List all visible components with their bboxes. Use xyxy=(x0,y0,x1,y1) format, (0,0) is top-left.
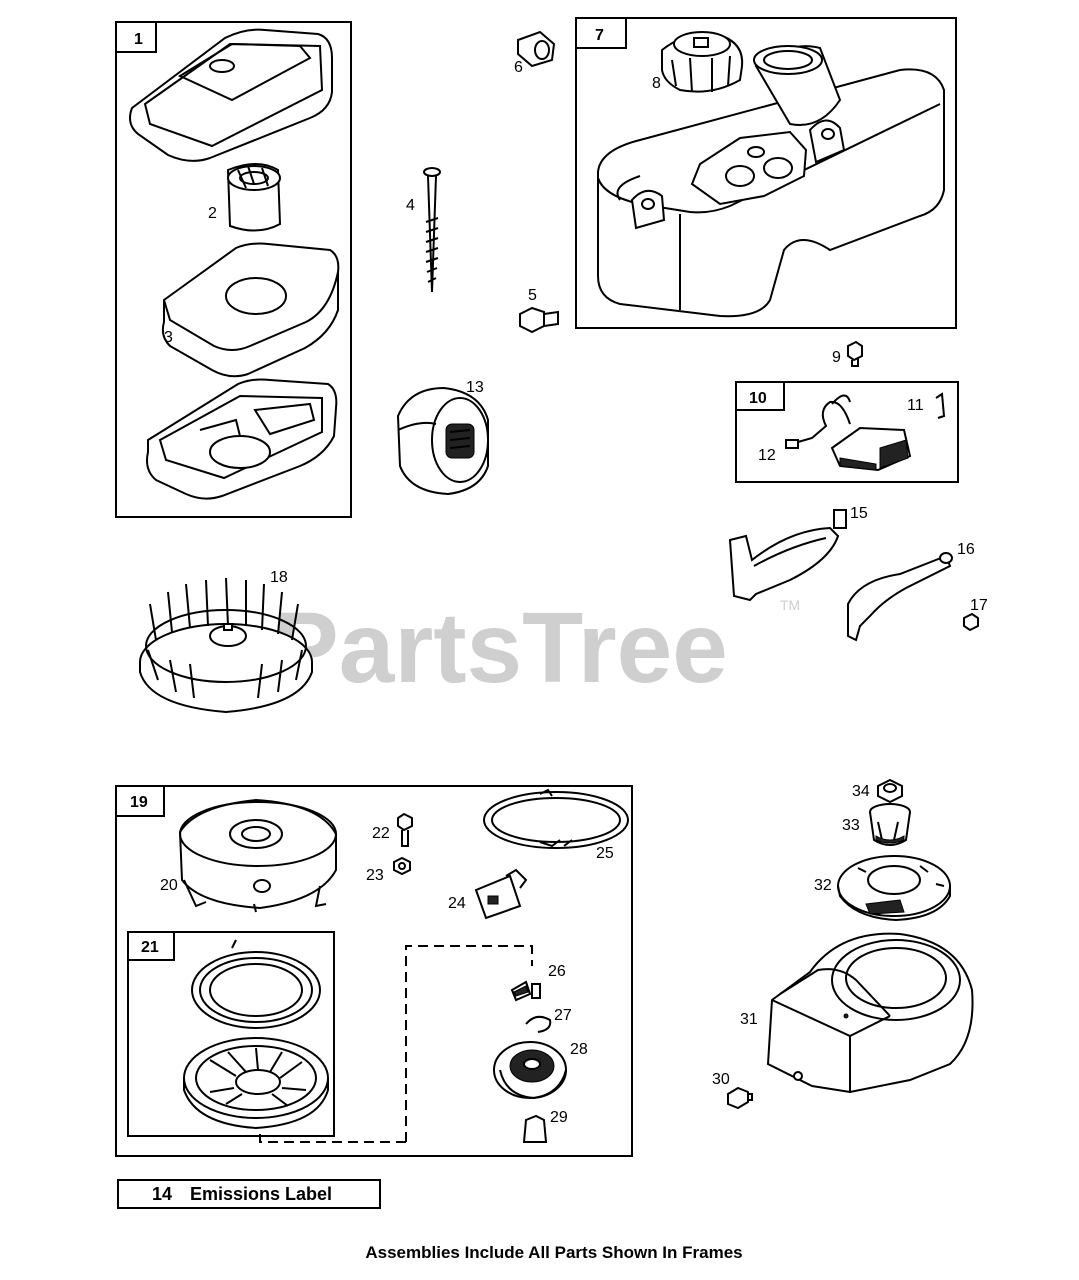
frame-7-fuel-tank-assembly[interactable]: 7 8 xyxy=(575,17,957,329)
starter-pawl[interactable] xyxy=(510,980,541,1002)
label-30: 30 xyxy=(712,1071,730,1088)
label-20: 20 xyxy=(160,877,178,894)
air-cleaner-cover[interactable] xyxy=(129,28,333,162)
air-cleaner-insert[interactable] xyxy=(226,163,282,232)
retainer-ring[interactable] xyxy=(525,1015,552,1033)
label-15: 15 xyxy=(850,505,868,522)
screw-29[interactable] xyxy=(522,1114,548,1143)
rewind-spring[interactable] xyxy=(191,939,321,1029)
label-4: 4 xyxy=(406,197,415,214)
starter-pulley[interactable] xyxy=(183,1037,329,1130)
footer-note: Assemblies Include All Parts Shown In Fr… xyxy=(365,1243,742,1262)
muffler-guard[interactable] xyxy=(728,509,847,602)
label-11: 11 xyxy=(907,397,924,414)
ground-clip[interactable] xyxy=(935,392,946,419)
nut-23[interactable] xyxy=(393,856,411,876)
label-18: 18 xyxy=(270,569,288,586)
frame-21-tag: 21 xyxy=(141,939,159,956)
label-25: 25 xyxy=(596,845,614,862)
screw-9[interactable] xyxy=(847,340,863,367)
label-3: 3 xyxy=(164,329,173,346)
frame-21-pulley-spring-assembly[interactable]: 21 xyxy=(127,931,335,1137)
frame-10-tag: 10 xyxy=(749,390,767,407)
muffler[interactable] xyxy=(396,386,489,496)
label-2: 2 xyxy=(208,205,217,222)
starter-rope[interactable] xyxy=(483,788,629,849)
label-22: 22 xyxy=(372,825,390,842)
label-16: 16 xyxy=(957,541,975,558)
label-33: 33 xyxy=(842,817,860,834)
air-filter-cartridge[interactable] xyxy=(161,242,340,378)
nut-34[interactable] xyxy=(877,778,903,804)
label-5: 5 xyxy=(528,287,537,304)
frame-10-ignition-armature-assembly[interactable]: 10 11 12 xyxy=(735,381,959,483)
bolt-long[interactable] xyxy=(423,167,441,293)
label-12: 12 xyxy=(758,447,776,464)
rotating-screen[interactable] xyxy=(837,855,951,922)
frame-19-tag: 19 xyxy=(130,794,148,811)
label-29: 29 xyxy=(550,1109,568,1126)
screw-5[interactable] xyxy=(519,306,559,334)
label-27: 27 xyxy=(554,1007,572,1024)
label-24: 24 xyxy=(448,895,466,912)
starter-handle[interactable] xyxy=(474,868,528,920)
watermark-trademark: TM xyxy=(780,597,800,613)
frame-7-tag: 7 xyxy=(595,27,604,44)
starter-cup[interactable] xyxy=(869,803,911,846)
starter-housing[interactable] xyxy=(178,798,337,913)
starter-ratchet[interactable] xyxy=(493,1041,567,1100)
emissions-label-box[interactable]: 14 Emissions Label xyxy=(117,1179,381,1209)
screw-17[interactable] xyxy=(963,612,979,632)
fuel-tank[interactable] xyxy=(597,45,945,318)
frame-1-air-cleaner-assembly[interactable]: 1 2 3 xyxy=(115,21,352,518)
watermark-text: PartsTree xyxy=(272,592,728,704)
label-8: 8 xyxy=(652,75,661,92)
label-28: 28 xyxy=(570,1041,588,1058)
label-9: 9 xyxy=(832,349,841,366)
label-17: 17 xyxy=(970,597,988,614)
frame-19-rewind-starter-assembly[interactable]: 19 20 22 23 24 xyxy=(115,785,633,1157)
label-23: 23 xyxy=(366,867,384,884)
label-31: 31 xyxy=(740,1011,758,1028)
label-26: 26 xyxy=(548,963,566,980)
bolt-22[interactable] xyxy=(397,812,413,847)
label-34: 34 xyxy=(852,783,870,800)
label-32: 32 xyxy=(814,877,832,894)
flywheel[interactable] xyxy=(139,577,313,714)
emissions-number: 14 xyxy=(152,1184,172,1204)
ignition-armature[interactable] xyxy=(785,394,912,472)
fuel-fitting-nut[interactable] xyxy=(517,30,556,68)
blower-housing[interactable] xyxy=(766,932,974,1094)
emissions-text: Emissions Label xyxy=(190,1184,332,1204)
label-6: 6 xyxy=(514,59,523,76)
screw-30[interactable] xyxy=(727,1086,753,1110)
muffler-deflector[interactable] xyxy=(847,552,953,642)
frame-1-tag: 1 xyxy=(134,31,143,48)
air-cleaner-base[interactable] xyxy=(146,378,338,500)
fuel-cap[interactable] xyxy=(661,31,744,93)
label-13: 13 xyxy=(466,379,484,396)
